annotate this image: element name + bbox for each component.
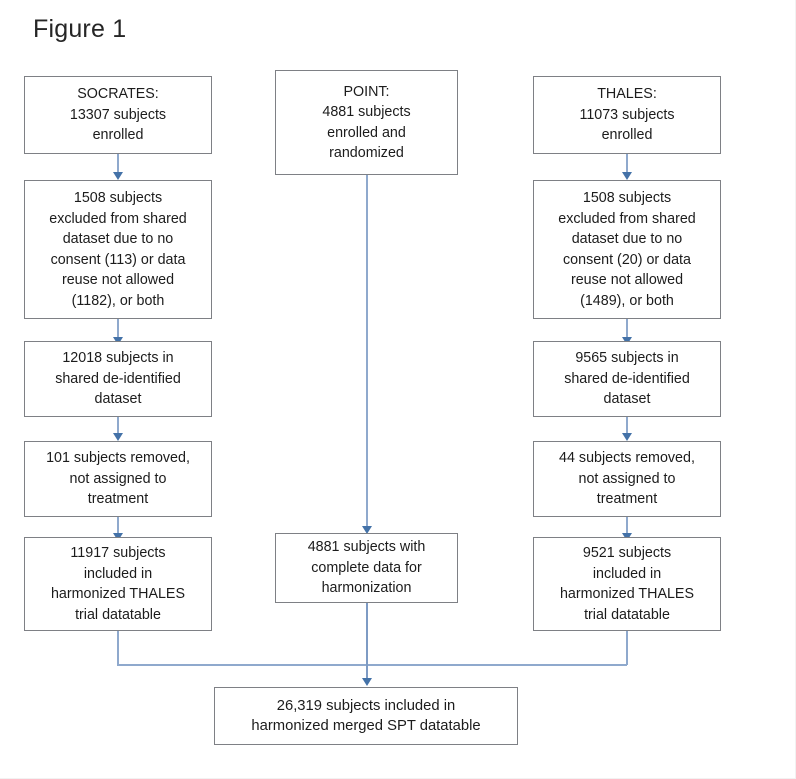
node-point-enrolled: POINT: 4881 subjects enrolled and random… [275, 70, 458, 175]
node-socrates-enrolled: SOCRATES: 13307 subjects enrolled [24, 76, 212, 154]
connector-thales-2 [626, 319, 628, 343]
node-socrates-excluded-text: 1508 subjects excluded from shared datas… [49, 190, 187, 309]
node-socrates-removed-text: 101 subjects removed, not assigned to tr… [46, 450, 190, 508]
node-point-complete: 4881 subjects with complete data for har… [275, 533, 458, 603]
node-merged-datatable-text: 26,319 subjects included in harmonized m… [251, 697, 481, 735]
node-thales-enrolled-text: THALES: 11073 subjects enrolled [579, 86, 675, 144]
node-socrates-removed: 101 subjects removed, not assigned to tr… [24, 441, 212, 517]
connector-merge-right-horizontal [366, 664, 627, 666]
connector-socrates-3 [117, 417, 119, 439]
arrowhead-socrates-1 [112, 172, 123, 180]
connector-thales-1 [626, 154, 628, 178]
node-thales-shared-text: 9565 subjects in shared de-identified da… [564, 350, 690, 408]
connector-socrates-4 [117, 517, 119, 539]
connector-merge-right-vertical [626, 631, 628, 665]
node-socrates-included: 11917 subjects included in harmonized TH… [24, 537, 212, 631]
node-thales-included: 9521 subjects included in harmonized THA… [533, 537, 721, 631]
node-socrates-enrolled-text: SOCRATES: 13307 subjects enrolled [69, 86, 167, 144]
node-socrates-included-text: 11917 subjects included in harmonized TH… [50, 545, 186, 623]
connector-thales-3 [626, 417, 628, 439]
connector-thales-4 [626, 517, 628, 539]
node-merged-datatable: 26,319 subjects included in harmonized m… [214, 687, 518, 745]
page-title: Figure 1 [33, 15, 127, 43]
arrowhead-point-1 [361, 526, 372, 534]
node-thales-removed: 44 subjects removed, not assigned to tre… [533, 441, 721, 517]
node-point-complete-text: 4881 subjects with complete data for har… [307, 539, 426, 597]
node-thales-included-text: 9521 subjects included in harmonized THA… [559, 545, 695, 623]
arrowhead-socrates-3 [112, 433, 123, 441]
arrowhead-merge [361, 678, 372, 686]
node-socrates-excluded: 1508 subjects excluded from shared datas… [24, 180, 212, 319]
node-thales-excluded: 1508 subjects excluded from shared datas… [533, 180, 721, 319]
node-thales-removed-text: 44 subjects removed, not assigned to tre… [559, 450, 695, 508]
arrowhead-thales-1 [621, 172, 632, 180]
connector-merge-left-horizontal [117, 664, 367, 666]
connector-point-1 [366, 175, 368, 530]
connector-socrates-1 [117, 154, 119, 178]
node-thales-enrolled: THALES: 11073 subjects enrolled [533, 76, 721, 154]
node-point-enrolled-text: POINT: 4881 subjects enrolled and random… [322, 83, 411, 162]
arrowhead-thales-3 [621, 433, 632, 441]
connector-merge-center-vertical [366, 603, 368, 682]
node-socrates-shared-text: 12018 subjects in shared de-identified d… [55, 350, 181, 408]
connector-merge-left-vertical [117, 631, 119, 665]
node-thales-shared: 9565 subjects in shared de-identified da… [533, 341, 721, 417]
connector-socrates-2 [117, 319, 119, 343]
node-socrates-shared: 12018 subjects in shared de-identified d… [24, 341, 212, 417]
node-thales-excluded-text: 1508 subjects excluded from shared datas… [558, 190, 696, 309]
